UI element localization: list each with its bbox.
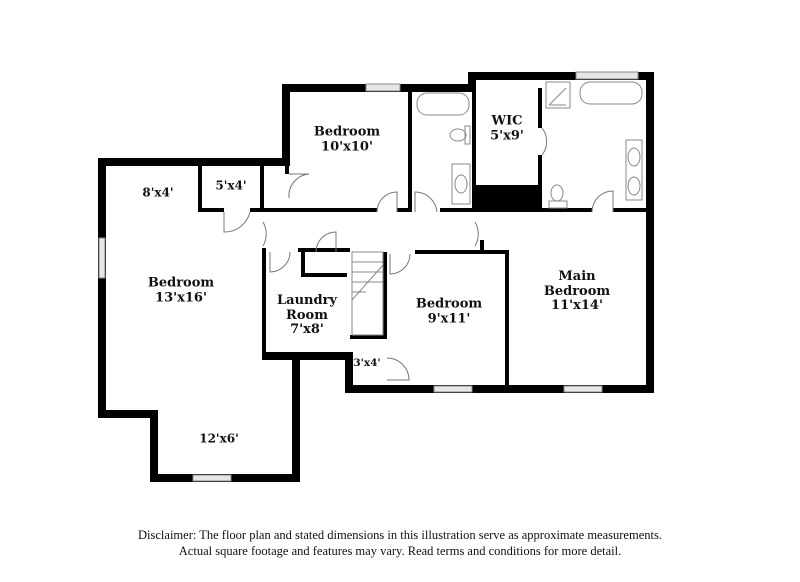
room-label-closet-3x4: 3'x4' [353, 357, 381, 370]
master-toilet [550, 184, 564, 202]
room-name: Bedroom [543, 283, 611, 299]
disclaimer-line-2: Actual square footage and features may v… [178, 544, 622, 558]
disclaimer: Disclaimer: The floor plan and stated di… [0, 527, 800, 559]
hall-vanity [451, 163, 471, 205]
room-label-laundry: Laundry Room 7'x8' [277, 294, 337, 338]
room-label-nook-8x4: 8'x4' [142, 185, 174, 200]
room-dimensions: 11'x14' [551, 298, 603, 314]
room-name: Room [286, 307, 328, 323]
room-dimensions: 3'x4' [353, 357, 381, 370]
fixtures [416, 81, 643, 209]
room-name: Bedroom [415, 296, 483, 312]
hall-bathtub [416, 92, 470, 116]
window-bedroom-9x11 [433, 385, 473, 393]
room-name: Bedroom [313, 124, 381, 140]
window-master-bottom [563, 385, 603, 393]
windows [98, 71, 639, 482]
room-dimensions: 13'x16' [155, 290, 207, 305]
doors [223, 127, 614, 381]
room-label-main-bedroom: Main Bedroom 11'x14' [544, 270, 610, 314]
window-bottom-left [192, 474, 232, 482]
disclaimer-line-1: Disclaimer: The floor plan and stated di… [138, 528, 662, 542]
hall-toilet [449, 128, 467, 142]
room-dimensions: 8'x4' [142, 185, 174, 200]
room-name: Laundry [277, 293, 337, 309]
window-left [98, 237, 106, 279]
room-dimensions: 12'x6' [199, 431, 239, 446]
window-bedroom-10x10 [365, 83, 401, 92]
room-dimensions: 5'x4' [215, 178, 247, 193]
room-dimensions: 9'x11' [427, 311, 471, 326]
master-vanity [625, 139, 643, 201]
room-dimensions: 10'x10' [321, 139, 373, 154]
room-label-bedroom-10x10: Bedroom 10'x10' [314, 125, 380, 154]
room-label-bedroom-13x16: Bedroom 13'x16' [148, 276, 214, 305]
room-dimensions: 7'x8' [290, 322, 324, 338]
room-name: WIC [491, 113, 523, 129]
window-master-top [575, 71, 639, 80]
room-dimensions: 5'x9' [490, 128, 524, 143]
room-label-alcove-12x6: 12'x6' [199, 431, 239, 446]
shower [545, 81, 571, 109]
master-bathtub [579, 81, 643, 105]
room-label-wic: WIC 5'x9' [490, 114, 524, 143]
stairs [351, 251, 384, 336]
room-label-bedroom-9x11: Bedroom 9'x11' [416, 297, 482, 326]
room-name: Bedroom [147, 275, 215, 291]
room-label-closet-5x4: 5'x4' [215, 178, 247, 193]
interior-walls [198, 88, 650, 390]
room-name: Main [558, 269, 596, 285]
